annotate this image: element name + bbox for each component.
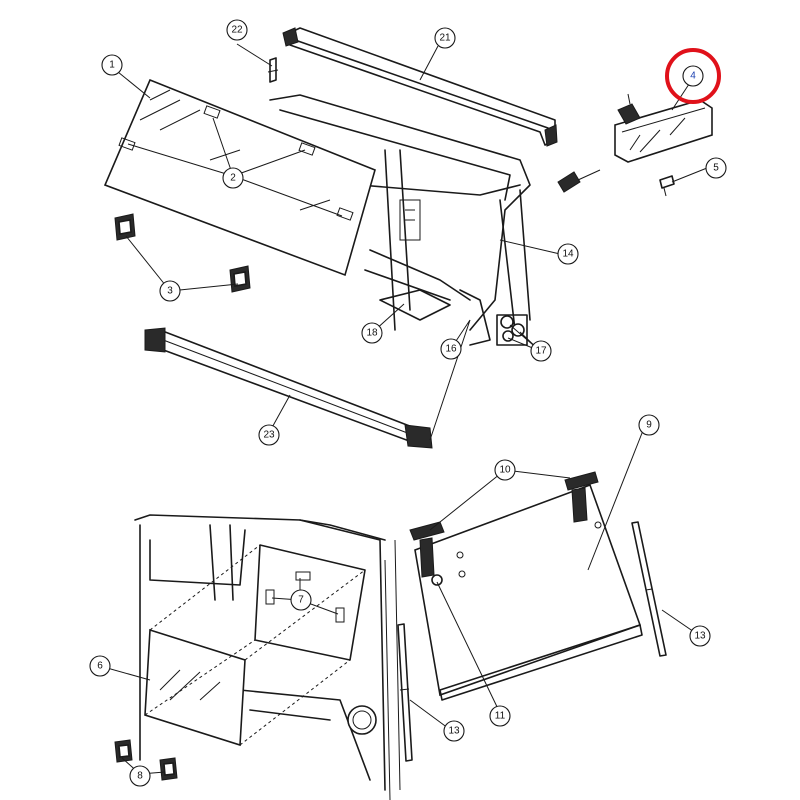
callout-label: 14	[562, 249, 574, 260]
callout-2: 2	[222, 167, 244, 189]
liftgate-glass-part-9	[414, 483, 643, 701]
callout-18: 18	[361, 322, 383, 344]
callout-13-strut-left: 13	[443, 720, 465, 742]
callout-label: 18	[366, 328, 378, 339]
callout-label: 3	[167, 286, 173, 297]
callout-label: 23	[263, 430, 275, 441]
callout-label: 11	[495, 711, 506, 722]
callout-label: 5	[713, 163, 719, 174]
callout-14: 14	[557, 243, 579, 265]
liftgate-pivot-part-11	[431, 574, 443, 586]
highlight-ring	[665, 48, 721, 104]
callout-label: 13	[694, 631, 706, 642]
callout-16: 16	[440, 338, 462, 360]
callout-11: 11	[489, 705, 511, 727]
rear-body-panel	[134, 514, 401, 800]
callout-label: 1	[109, 60, 115, 71]
side-glass-clips-part-7	[265, 571, 345, 623]
callout-label: 7	[298, 595, 304, 606]
callout-22: 22	[226, 19, 248, 41]
callout-10: 10	[494, 459, 516, 481]
callout-3: 3	[159, 280, 181, 302]
header-bar-part-21	[282, 27, 558, 147]
callout-17: 17	[530, 340, 552, 362]
callout-label: 13	[448, 726, 460, 737]
pillar-bolts-part-17	[496, 314, 528, 346]
callout-label: 10	[499, 465, 511, 476]
callout-6: 6	[89, 655, 111, 677]
callout-7: 7	[290, 589, 312, 611]
callout-23: 23	[258, 424, 280, 446]
side-window-glass-part-6	[144, 544, 366, 747]
windshield-frame	[269, 94, 531, 346]
rearview-mirror-part-4	[614, 93, 713, 163]
support-strut-part-13	[397, 521, 667, 762]
callout-21: 21	[434, 27, 456, 49]
callout-1: 1	[101, 54, 123, 76]
screw-part-5	[659, 175, 675, 197]
callout-label: 16	[445, 344, 457, 355]
callout-label: 4	[690, 71, 696, 82]
callout-label: 8	[137, 771, 143, 782]
callout-9: 9	[638, 414, 660, 436]
callout-label: 17	[535, 346, 547, 357]
callout-label: 21	[439, 33, 451, 44]
seal-strip-part-23	[144, 327, 433, 449]
callout-5: 5	[705, 157, 727, 179]
mirror-mount-button	[557, 169, 601, 193]
liftgate-hinge-part-10	[409, 471, 599, 578]
callout-13-strut-right: 13	[689, 625, 711, 647]
callout-4-highlighted: 4	[665, 48, 721, 104]
glass-clip-part-3	[114, 213, 251, 293]
side-clip-part-8	[114, 739, 178, 781]
callout-label: 6	[97, 661, 103, 672]
callout-label: 22	[231, 25, 243, 36]
callout-label: 9	[646, 420, 652, 431]
callout-8: 8	[129, 765, 151, 787]
callout-label: 2	[230, 173, 236, 184]
stud-part-22	[267, 57, 279, 83]
